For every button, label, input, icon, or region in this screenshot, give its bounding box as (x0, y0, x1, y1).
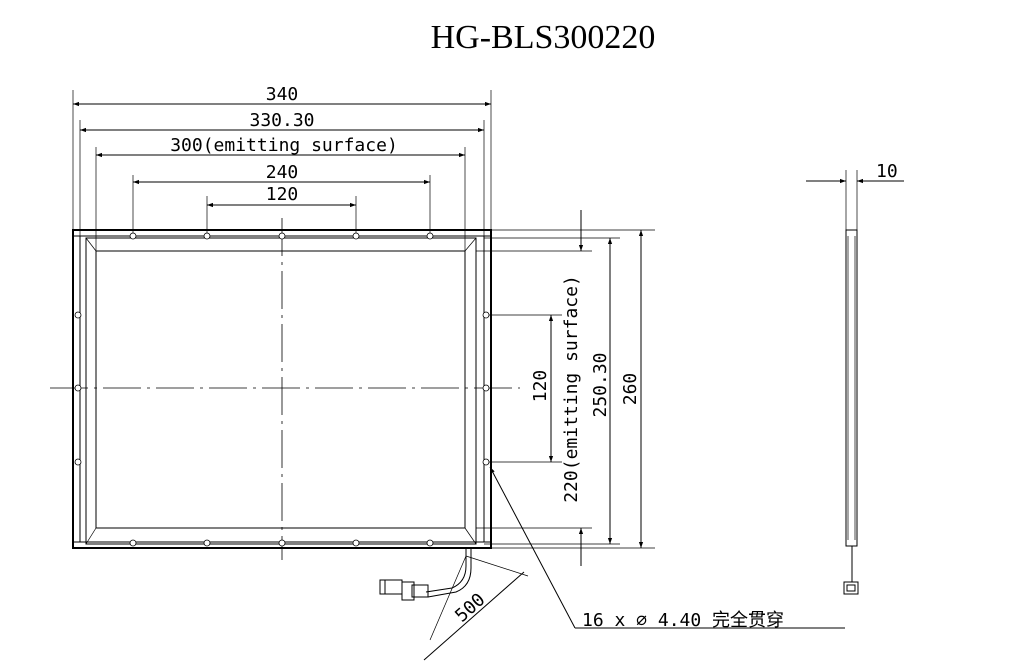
hole-note: 16 x ∅ 4.40 完全贯穿 (582, 610, 784, 631)
front-view (50, 218, 520, 601)
dim-label-340: 340 (266, 84, 299, 105)
dim-label-500: 500 (451, 589, 489, 626)
dim-label-120-v: 120 (530, 370, 551, 403)
dim-label-220: 220(emitting surface) (561, 275, 582, 503)
drawing-title: HG-BLS300220 (431, 19, 656, 56)
dim-label-250: 250.30 (590, 352, 611, 417)
mounting-holes (74, 232, 490, 547)
dim-label-300: 300(emitting surface) (170, 135, 398, 156)
dim-label-10: 10 (876, 161, 898, 182)
dim-label-240: 240 (266, 162, 299, 183)
cable-and-connector (379, 548, 472, 601)
side-view: 10 (806, 161, 904, 595)
hole-callout: 16 x ∅ 4.40 完全贯穿 (489, 466, 845, 631)
cable-dimension: 500 (423, 555, 529, 661)
dim-label-120-h: 120 (266, 184, 299, 205)
horizontal-dimensions: 340 330.30 300(emitting surface) 240 120 (72, 84, 492, 251)
emitting-surface (95, 250, 466, 529)
frame-outer (85, 237, 477, 545)
vertical-dimensions: 260 250.30 220(emitting surface) 120 (476, 210, 655, 566)
dim-label-330: 330.30 (249, 110, 314, 131)
dim-line-500 (423, 571, 525, 661)
dim-label-260: 260 (620, 373, 641, 406)
